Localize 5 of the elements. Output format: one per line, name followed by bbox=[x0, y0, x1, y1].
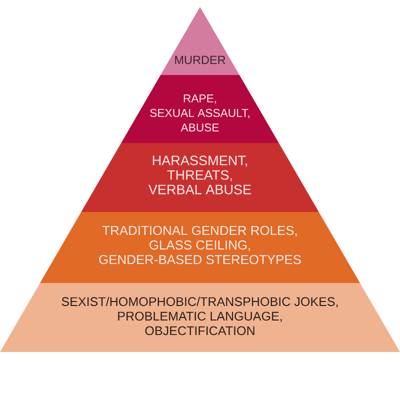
pyramid-band: SEXIST/HOMOPHOBIC/TRANSPHOBIC JOKES, PROBLEMATIC LANGUAGE, OBJECTIFICATION bbox=[0, 283, 400, 352]
pyramid-band: TRADITIONAL GENDER ROLES, GLASS CEILING, GENDER-BASED STEREOTYPES bbox=[40, 212, 360, 283]
pyramid-band: HARASSMENT, THREATS, VERBAL ABUSE bbox=[81, 143, 319, 212]
pyramid-band: RAPE, SEXUAL ASSAULT, ABUSE bbox=[121, 75, 279, 143]
pyramid-band: MURDER bbox=[160, 7, 240, 75]
